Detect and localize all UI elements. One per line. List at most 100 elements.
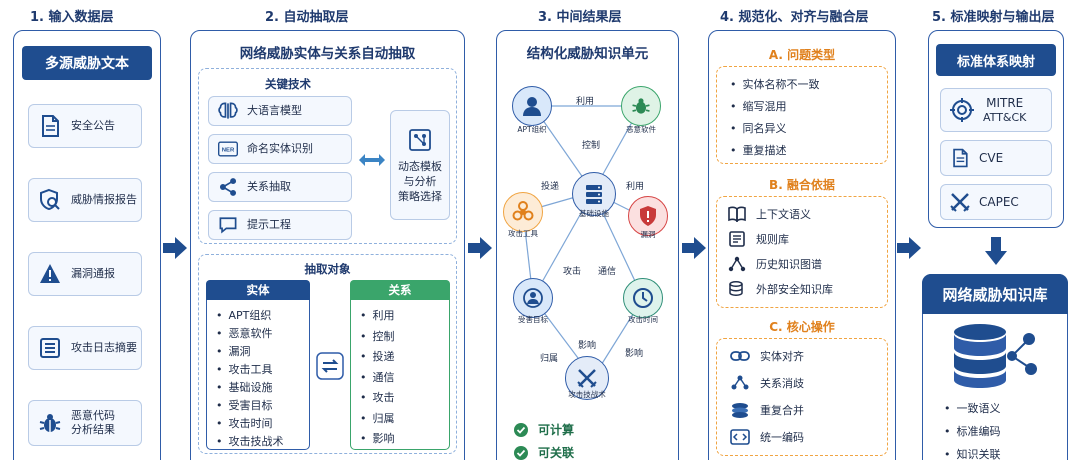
standard-label-line2: ATT&CK <box>983 110 1027 124</box>
extract-object-box <box>198 254 457 454</box>
chat-bubble-icon <box>219 217 237 234</box>
entity-item: 攻击时间 <box>216 415 273 431</box>
kb-item: 标准编码 <box>944 423 1001 439</box>
extract-object-title: 抽取对象 <box>304 262 351 276</box>
property-linkable: 可关联 <box>514 444 574 460</box>
mapping-title: 标准体系映射 <box>936 44 1056 76</box>
bidirectional-arrow-icon <box>359 154 385 166</box>
key-tech-title: 关键技术 <box>265 77 311 91</box>
standard-label: CAPEC <box>979 195 1019 209</box>
tech-item-label: 关系抽取 <box>247 180 291 193</box>
problem-type-box <box>716 66 888 164</box>
layer-title-extract: 2. 自动抽取层 <box>265 10 349 25</box>
input-item-vuln-notice: 漏洞通报 <box>28 252 142 296</box>
down-arrow-icon <box>985 237 1007 265</box>
node-label: 基础设施 <box>579 209 609 218</box>
node-label: 漏洞 <box>640 230 656 239</box>
core-op-relation-disambiguate: 关系消歧 <box>730 375 804 391</box>
fusion-item-label: 上下文语义 <box>756 208 811 221</box>
strategy-line3: 策略选择 <box>398 189 442 203</box>
check-circle-icon <box>514 445 528 460</box>
tech-item-relation-extract: 关系抽取 <box>208 172 352 202</box>
entity-item: 恶意软件 <box>216 325 273 341</box>
node-victim <box>513 278 553 318</box>
entity-item: 漏洞 <box>216 343 251 359</box>
input-layer-panel <box>13 30 161 460</box>
node-attack-tool <box>503 192 543 232</box>
relation-item: 投递 <box>360 348 395 364</box>
database-network-icon <box>954 324 1037 388</box>
brain-icon <box>218 102 238 119</box>
node-vulnerability <box>628 196 668 236</box>
rules-icon <box>729 231 745 247</box>
document-icon <box>42 115 59 137</box>
kb-title: 网络威胁知识库 <box>922 274 1068 314</box>
fusion-basis-title: B. 融合依据 <box>769 178 835 192</box>
target-icon <box>950 98 974 122</box>
edge-label: 利用 <box>626 182 645 192</box>
edge-label: 影响 <box>625 349 644 359</box>
fusion-item-rules: 规则库 <box>728 231 789 247</box>
shield-search-icon <box>40 188 60 211</box>
fusion-item-label: 外部安全知识库 <box>756 283 833 296</box>
standard-capec: CAPEC <box>940 184 1052 220</box>
input-item-label: 安全公告 <box>71 119 115 132</box>
problem-type-item: 缩写混用 <box>730 98 787 114</box>
problem-type-item: 同名异义 <box>730 120 787 136</box>
entity-item: APT组织 <box>216 307 272 323</box>
relation-item: 影响 <box>360 430 395 446</box>
target-person-icon <box>523 288 543 308</box>
node-tactic <box>565 356 609 400</box>
core-op-label: 重复合并 <box>760 404 804 417</box>
middle-title: 结构化威胁知识单元 <box>526 46 649 62</box>
edge-label: 归属 <box>540 354 559 364</box>
standard-label: MITRE <box>986 95 1024 110</box>
layer-title-input: 1. 输入数据层 <box>30 10 114 25</box>
crossed-swords-icon <box>577 369 597 388</box>
fusion-item-external-kb: 外部安全知识库 <box>728 281 833 297</box>
layer-title-middle: 3. 中间结果层 <box>538 10 622 25</box>
flow-arrow-icon <box>897 237 921 259</box>
input-item-label: 漏洞通报 <box>71 267 115 280</box>
fusion-item-label: 规则库 <box>756 233 789 246</box>
standard-cve: CVE <box>940 140 1052 176</box>
core-op-unified-encoding: 统一编码 <box>730 429 804 445</box>
node-label: 攻击时间 <box>628 315 658 324</box>
property-label: 可关联 <box>538 446 575 460</box>
input-item-security-bulletin: 安全公告 <box>28 104 142 148</box>
layer-title-normalize: 4. 规范化、对齐与融合层 <box>720 10 869 25</box>
entity-item: 攻击技战术 <box>216 433 284 449</box>
node-infrastructure <box>572 172 616 216</box>
check-circle-icon <box>514 422 528 437</box>
node-apt <box>512 86 552 126</box>
problem-type-title: A. 问题类型 <box>768 48 836 62</box>
tech-item-ner: NER 命名实体识别 <box>208 134 352 164</box>
flow-arrow-icon <box>682 237 706 259</box>
strategy-card: 动态模板 与分析 策略选择 <box>390 110 450 220</box>
standard-label: CVE <box>979 151 1004 165</box>
fusion-basis-box <box>716 196 888 308</box>
problem-type-item: 重复描述 <box>730 142 787 158</box>
property-computable: 可计算 <box>514 421 574 438</box>
flow-arrow-icon <box>163 237 187 259</box>
edge-label: 利用 <box>576 97 595 107</box>
core-op-label: 关系消歧 <box>760 377 804 390</box>
node-label: 攻击技战术 <box>568 390 606 399</box>
tech-item-llm: 大语言模型 <box>208 96 352 126</box>
flow-arrow-icon <box>468 237 492 259</box>
bug-icon <box>632 98 650 114</box>
core-op-label: 实体对齐 <box>760 350 804 363</box>
entity-header: 实体 <box>206 280 310 300</box>
node-label: APT组织 <box>517 125 547 134</box>
server-icon <box>586 185 602 204</box>
core-op-label: 统一编码 <box>760 431 804 444</box>
biohazard-icon <box>512 201 534 221</box>
kb-item: 一致语义 <box>944 400 1001 416</box>
document-icon <box>953 148 968 168</box>
swap-icon <box>316 352 344 380</box>
strategy-line1: 动态模板 <box>398 159 442 173</box>
code-icon <box>730 429 750 445</box>
tech-item-prompt: 提示工程 <box>208 210 352 240</box>
